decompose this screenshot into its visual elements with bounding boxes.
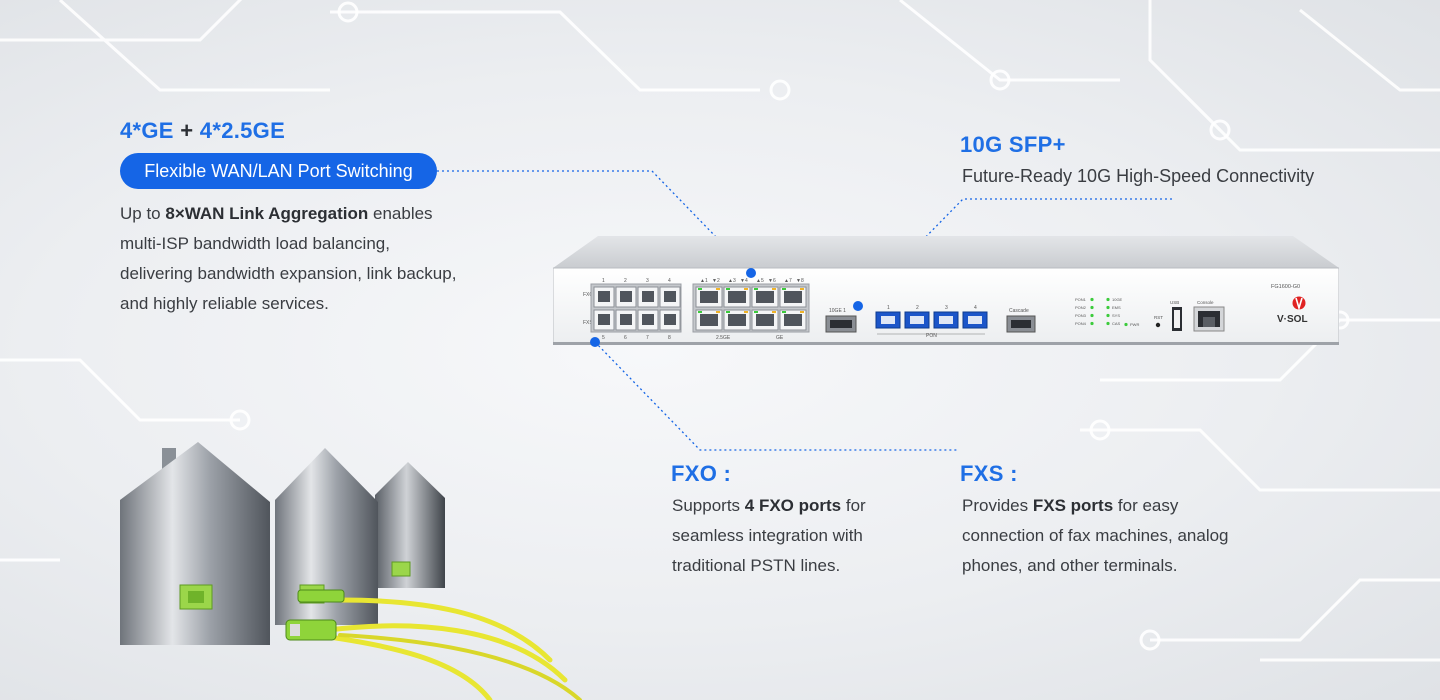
- fx-top-number: 3: [646, 278, 649, 284]
- svg-text:▲7: ▲7: [784, 278, 792, 284]
- olt-device: FXO FXS 1 2 3 4 5 6 7 8 ▲1 ▼2 ▲3 ▼4 ▲5 ▼…: [553, 236, 1339, 345]
- svg-text:▲1: ▲1: [700, 278, 708, 284]
- pon-ports: [875, 311, 988, 329]
- ports-heading-25ge: 4*2.5GE: [199, 118, 286, 143]
- fx-top-number: 1: [602, 278, 605, 284]
- fxs-heading: FXS :: [960, 461, 1018, 486]
- led-label: SYS: [1112, 313, 1120, 318]
- status-led: [1106, 313, 1110, 318]
- svg-text:4: 4: [974, 305, 977, 311]
- fxo-port-label: FXO: [583, 292, 593, 298]
- ge-ports: [695, 286, 807, 331]
- ports-line-2: multi-ISP bandwidth load balancing,: [120, 234, 390, 253]
- fx-bottom-number: 6: [624, 335, 627, 341]
- status-led: [1106, 321, 1110, 326]
- fxo-line-2: seamless integration with: [672, 526, 863, 545]
- fxs-line-1: Provides FXS ports for easy: [962, 496, 1179, 515]
- ports-line-3: delivering bandwidth expansion, link bac…: [120, 264, 457, 283]
- ports-heading-plus: +: [180, 118, 194, 143]
- device-top: [553, 236, 1339, 268]
- status-led: [1106, 297, 1110, 302]
- fxo-line-3: traditional PSTN lines.: [672, 556, 841, 575]
- led-label: CAS: [1112, 321, 1121, 326]
- ports-line-1: Up to 8×WAN Link Aggregation enables: [120, 204, 433, 223]
- status-led: [1090, 321, 1094, 326]
- status-led: [1124, 322, 1128, 327]
- status-led: [1090, 297, 1094, 302]
- pon-label: PON: [926, 333, 937, 339]
- led-label: PON2: [1075, 305, 1087, 310]
- port-switching-pill: Flexible WAN/LAN Port Switching: [120, 153, 437, 189]
- svg-text:▼2: ▼2: [712, 278, 720, 284]
- svg-text:2: 2: [916, 305, 919, 311]
- svg-text:▼6: ▼6: [768, 278, 776, 284]
- fiber-connectors: [285, 589, 345, 641]
- sfp-callout-dot: [853, 301, 863, 311]
- ports-heading-ge: 4*GE: [120, 118, 174, 143]
- fxs-line-3: phones, and other terminals.: [962, 556, 1178, 575]
- fx-bottom-number: 7: [646, 335, 649, 341]
- svg-text:▲5: ▲5: [756, 278, 764, 284]
- fxs-port-label: FXS: [583, 320, 593, 326]
- fx-ports: [593, 286, 681, 331]
- svg-text:▼4: ▼4: [740, 278, 748, 284]
- 10ge-label: 10GE 1: [829, 308, 846, 314]
- brand-name: V·SOL: [1277, 314, 1308, 325]
- house-back: [375, 462, 445, 588]
- pon-numbers: 1 2 3 4: [887, 305, 977, 311]
- fx-top-numbers: 1 2 3 4: [602, 278, 671, 284]
- led-label: PON3: [1075, 313, 1087, 318]
- svg-text:3: 3: [945, 305, 948, 311]
- house-front: [120, 442, 270, 645]
- fx-bottom-numbers: 5 6 7 8: [602, 335, 671, 341]
- leader-fxo: [594, 341, 958, 451]
- ports-heading: 4*GE + 4*2.5GE: [120, 118, 285, 144]
- status-led: [1090, 313, 1094, 318]
- led-label: EMS: [1112, 305, 1121, 310]
- led-label: PWR: [1130, 322, 1139, 327]
- cascade-label: Cascade: [1009, 308, 1029, 314]
- fxo-heading: FXO :: [671, 461, 732, 486]
- fiber-cables: [312, 597, 582, 700]
- ge-25-label: 2.5GE: [716, 335, 731, 341]
- ports-callout-dot: [746, 268, 756, 278]
- fx-top-number: 4: [668, 278, 671, 284]
- svg-text:▲3: ▲3: [728, 278, 736, 284]
- ports-description: Up to 8×WAN Link Aggregation enables mul…: [120, 199, 520, 319]
- status-led: [1090, 305, 1094, 310]
- svg-text:1: 1: [887, 305, 890, 311]
- fxo-description: Supports 4 FXO ports for seamless integr…: [672, 491, 932, 581]
- fxs-description: Provides FXS ports for easy connection o…: [962, 491, 1302, 581]
- rst-label: RST: [1154, 315, 1163, 320]
- svg-text:▼8: ▼8: [796, 278, 804, 284]
- sfp-heading: 10G SFP+: [960, 132, 1066, 157]
- status-led: [1106, 305, 1110, 310]
- sfp-subtitle: Future-Ready 10G High-Speed Connectivity: [962, 166, 1315, 186]
- leader-ports: [437, 170, 752, 274]
- console-label: Console: [1197, 300, 1214, 305]
- model-number: FG1600-G0: [1271, 284, 1300, 290]
- led-label: 10GE: [1112, 297, 1123, 302]
- fx-top-number: 2: [624, 278, 627, 284]
- fx-bottom-number: 8: [668, 335, 671, 341]
- led-label: PON1: [1075, 297, 1087, 302]
- fx-bottom-number: 5: [602, 335, 605, 341]
- fxo-callout-dot: [590, 337, 600, 347]
- usb-label: USB: [1170, 300, 1179, 305]
- rst-button: [1155, 322, 1161, 328]
- ge-top-numbers: ▲1 ▼2 ▲3 ▼4 ▲5 ▼6 ▲7 ▼8: [700, 278, 804, 284]
- houses-fiber-illustration: [120, 442, 582, 700]
- fxs-line-2: connection of fax machines, analog: [962, 526, 1229, 545]
- led-label: PON4: [1075, 321, 1087, 326]
- ports-line-4: and highly reliable services.: [120, 294, 329, 313]
- ge-1-label: GE: [776, 335, 784, 341]
- fxo-line-1: Supports 4 FXO ports for: [672, 496, 866, 515]
